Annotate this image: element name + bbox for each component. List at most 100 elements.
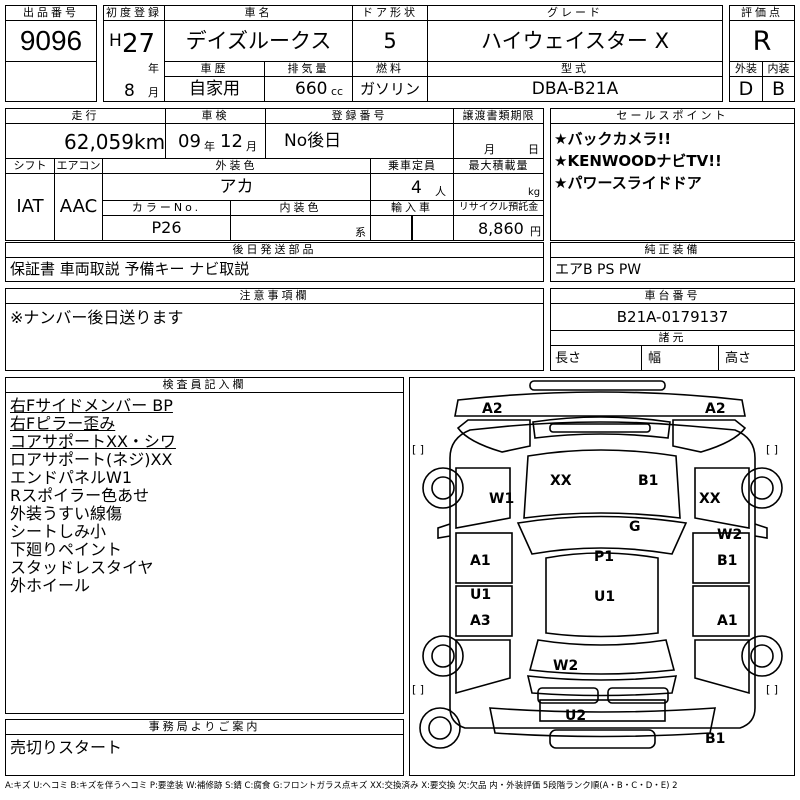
legend: A:キズ U:ヘコミ B:キズを伴うヘコミ P:要塗装 W:補修跡 S:錆 C:… <box>5 781 678 791</box>
grille <box>532 416 671 439</box>
car-name-cell: デイズルークス <box>164 20 353 62</box>
import-divider <box>411 216 413 240</box>
max-load-label: 最大積載量 <box>453 158 544 174</box>
rear-window <box>528 639 676 675</box>
ext-color-value: アカ <box>219 177 254 197</box>
transfer-month-unit: 月 <box>484 143 495 156</box>
displacement-unit: cc <box>331 85 344 98</box>
capacity-cell: 4 人 <box>370 173 454 201</box>
damage-mark-p1: P1 <box>594 549 615 565</box>
damage-mark-xx-right: XX <box>699 491 721 507</box>
transfer-day-unit: 日 <box>528 143 539 156</box>
later-parts-value: 保証書 車両取説 予備キー ナビ取説 <box>10 260 250 278</box>
exterior-label: 外装 <box>729 61 763 77</box>
grille-bar <box>549 423 651 433</box>
reg-no-cell: No後日 <box>265 123 454 159</box>
damage-mark-u1-roof: U1 <box>594 589 616 605</box>
wheel-rl <box>422 635 464 677</box>
insp-year: 09 <box>178 131 201 152</box>
car-name-label: 車名 <box>164 5 353 21</box>
recycle-label: リサイクル預託金 <box>453 200 544 216</box>
bracket-right-1: [ ] <box>766 443 779 456</box>
right-mirror <box>754 523 768 539</box>
left-quarter <box>455 639 511 695</box>
recycle-cell: 8,860 円 <box>453 215 544 241</box>
windshield <box>516 515 688 555</box>
damage-mark-w2-right: W2 <box>717 527 743 543</box>
max-load-cell: kg <box>453 173 544 201</box>
caution-label: 注意事項欄 <box>5 288 544 304</box>
damage-mark-a1-right: A1 <box>717 613 738 629</box>
chassis-label: 車台番号 <box>550 288 795 304</box>
model-cell: DBA-B21A <box>427 76 723 102</box>
chassis-cell: B21A-0179137 <box>550 303 795 331</box>
color-no-value: P26 <box>151 218 182 237</box>
model-label: 型式 <box>427 61 723 77</box>
first-reg-year: 27 <box>122 29 156 59</box>
caution-value: ※ナンバー後日送ります <box>10 308 184 327</box>
damage-mark-a1-left: A1 <box>470 553 491 569</box>
office-label: 事務局よりご案内 <box>5 719 404 735</box>
sales-points-cell: ★バックカメラ!! ★KENWOODナビTV!! ★パワースライドドア <box>550 123 795 241</box>
roof <box>545 552 659 638</box>
int-color-label: 内装色 <box>230 200 371 216</box>
inspector-note-5: エンドパネルW1 <box>10 468 133 487</box>
left-front-door <box>455 532 513 584</box>
era: H <box>109 31 122 51</box>
right-front-fender <box>694 467 750 529</box>
rear-lamp-right <box>607 687 669 704</box>
bracket-left-2: [ ] <box>412 683 425 696</box>
genuine-cell: エアB PS PW <box>550 257 795 282</box>
damage-mark-g: G <box>629 519 641 535</box>
sales-point-2: ★KENWOODナビTV!! <box>554 152 722 170</box>
transfer-label: 譲渡書類期限 <box>453 108 544 124</box>
history-label: 車歴 <box>164 61 265 77</box>
lot-no-cell: 9096 <box>5 20 97 62</box>
rear-bumper <box>489 707 716 738</box>
grade-cell: ハイウェイスター X <box>427 20 723 62</box>
sales-point-3: ★パワースライドドア <box>554 174 702 192</box>
left-headlight <box>456 419 531 453</box>
displacement-label: 排気量 <box>264 61 353 77</box>
interior-label: 内装 <box>762 61 795 77</box>
genuine-label: 純正装備 <box>550 242 795 258</box>
history-cell: 自家用 <box>164 76 265 102</box>
dims-height: 高さ <box>725 351 752 366</box>
dims-width: 幅 <box>648 351 662 366</box>
later-parts-cell: 保証書 車両取説 予備キー ナビ取説 <box>5 257 544 282</box>
lot-no-blank <box>5 61 97 102</box>
score-value: R <box>752 26 772 57</box>
door-label: ドア形状 <box>352 5 428 21</box>
license-plate-area <box>539 699 666 722</box>
lot-no-label: 出品番号 <box>5 5 97 21</box>
rear-lamp-left <box>537 687 599 704</box>
int-color-unit: 系 <box>355 226 366 239</box>
right-rear-door <box>692 585 750 637</box>
wheel-fl <box>422 467 464 509</box>
interior-grade: B <box>771 78 786 100</box>
damage-mark-a2-left: A2 <box>482 401 503 417</box>
transfer-cell: 月 日 <box>453 123 544 159</box>
sales-points-label: セールスポイント <box>550 108 795 124</box>
insp-month-unit: 月 <box>246 140 257 153</box>
score-cell: R <box>729 20 795 62</box>
inspector-note-4: ロアサポート(ネジ)XX <box>10 450 173 469</box>
right-headlight <box>672 419 747 453</box>
capacity-label: 乗車定員 <box>370 158 454 174</box>
year-unit: 年 <box>148 62 159 75</box>
bracket-left-1: [ ] <box>412 443 425 456</box>
fuel-cell: ガソリン <box>352 76 428 102</box>
reg-no-value: No後日 <box>284 131 342 151</box>
capacity-value: 4 <box>411 178 422 198</box>
car-name: デイズルークス <box>185 29 332 53</box>
spare-wheel <box>419 707 461 749</box>
fuel-value: ガソリン <box>359 80 420 98</box>
lot-no: 9096 <box>19 25 83 56</box>
inspection-cell: 09 年 12 月 <box>165 123 266 159</box>
inspector-note-9: 下廻りペイント <box>10 540 123 559</box>
damage-mark-w1-left: W1 <box>489 491 515 507</box>
int-color-cell: 系 <box>230 215 371 241</box>
ext-color-cell: アカ <box>102 173 371 201</box>
inspector-note-8: シートしみ小 <box>10 522 107 541</box>
mileage-unit: km <box>134 130 166 154</box>
